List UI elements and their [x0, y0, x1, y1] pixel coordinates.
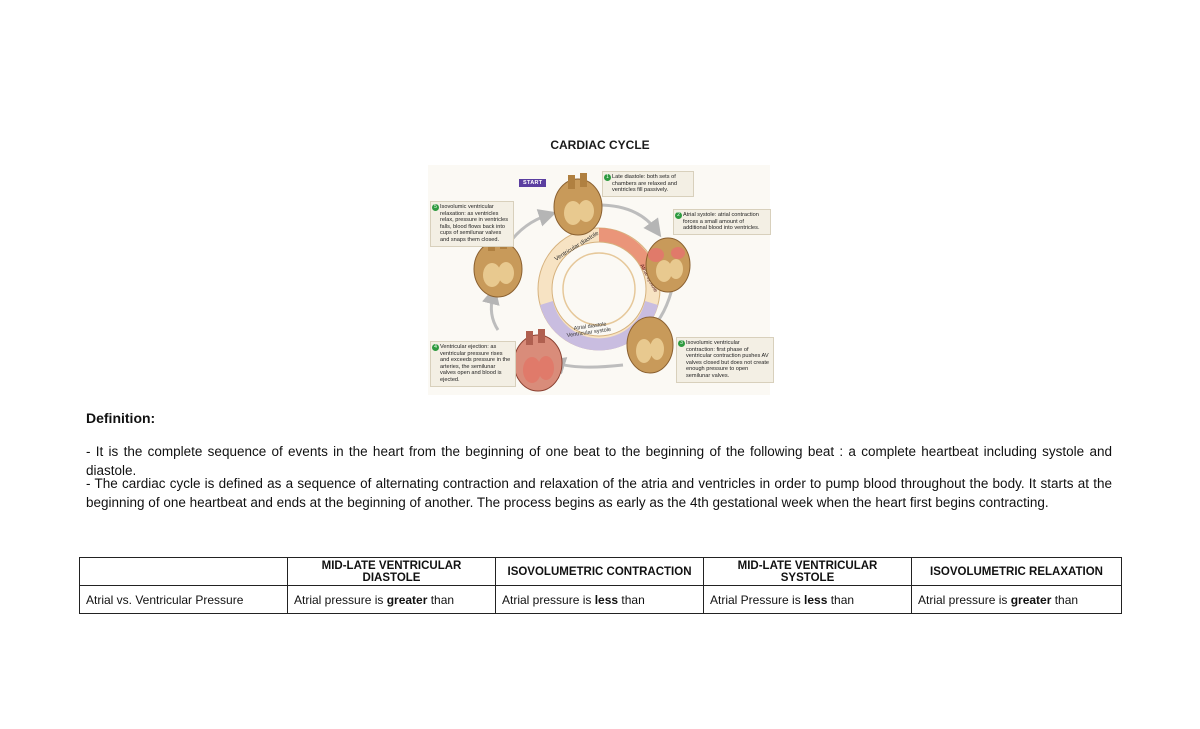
heart-icon-ventricular-ejection: [513, 329, 563, 392]
callout-text: Late diastole: both sets of chambers are…: [612, 174, 677, 194]
definition-paragraph-1: - It is the complete sequence of events …: [86, 444, 1112, 478]
callout-text: Isovolumic ventricular relaxation: as ve…: [440, 204, 509, 243]
table-header-row: MID-LATE VENTRICULAR DIASTOLE ISOVOLUMET…: [79, 557, 1122, 586]
heart-icon-isovolumic-contraction: [626, 316, 674, 374]
step-number-badge: 1: [604, 174, 611, 181]
step-number-badge: 4: [432, 344, 439, 351]
definition-paragraph-2: - The cardiac cycle is defined as a sequ…: [86, 476, 1112, 510]
cardiac-cycle-diagram: Ventricular diastole Atrial systole Atri…: [428, 165, 774, 395]
pressure-comparison-table: MID-LATE VENTRICULAR DIASTOLE ISOVOLUMET…: [79, 557, 1122, 614]
table-header-cell: MID-LATE VENTRICULAR DIASTOLE: [287, 557, 496, 586]
page-title: CARDIAC CYCLE: [550, 138, 650, 152]
cardiac-cycle-illustration: Ventricular diastole Atrial systole Atri…: [428, 165, 770, 395]
callout-text: Isovolumic ventricular contraction: firs…: [686, 340, 770, 379]
start-badge: START: [519, 179, 547, 187]
table-cell: Atrial Pressure is less than: [703, 585, 912, 614]
table-row: Atrial vs. Ventricular Pressure Atrial p…: [79, 585, 1122, 614]
callout-step-3: 3 Isovolumic ventricular contraction: fi…: [676, 337, 774, 383]
step-number-badge: 3: [678, 340, 685, 347]
callout-step-1: 1 Late diastole: both sets of chambers a…: [602, 171, 694, 197]
callout-step-5: 5 Isovolumic ventricular relaxation: as …: [430, 201, 514, 247]
table-header-cell: ISOVOLUMETRIC CONTRACTION: [495, 557, 704, 586]
definition-heading: Definition:: [86, 410, 156, 426]
callout-text: Atrial systole: atrial contraction force…: [683, 212, 760, 232]
table-header-cell: ISOVOLUMETRIC RELAXATION: [911, 557, 1122, 586]
step-number-badge: 2: [675, 212, 682, 219]
callout-step-4: 4 Ventricular ejection: as ventricular p…: [430, 341, 516, 387]
table-cell: Atrial pressure is less than: [495, 585, 704, 614]
table-cell: Atrial pressure is greater than: [287, 585, 496, 614]
table-cell: Atrial pressure is greater than: [911, 585, 1122, 614]
row-label: Atrial vs. Ventricular Pressure: [79, 585, 288, 614]
ring-label-atrial-diastole: Atrial diastole: [573, 321, 607, 332]
table-header-cell: MID-LATE VENTRICULAR SYSTOLE: [703, 557, 912, 586]
callout-step-2: 2 Atrial systole: atrial contraction for…: [673, 209, 771, 235]
heart-icon-late-diastole: [553, 173, 603, 236]
table-header-cell: [79, 557, 288, 586]
step-number-badge: 5: [432, 204, 439, 211]
heart-icon-atrial-systole: [645, 237, 691, 293]
callout-text: Ventricular ejection: as ventricular pre…: [440, 344, 511, 383]
